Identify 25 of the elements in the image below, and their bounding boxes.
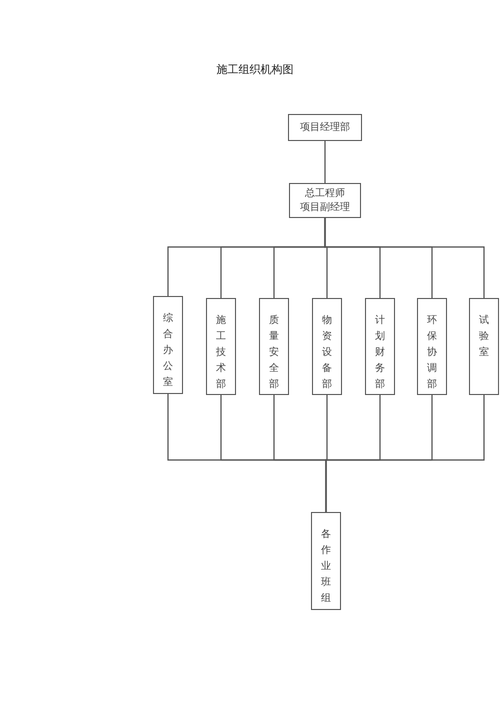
unit-name: 施工技术部 (216, 314, 226, 392)
unit-name: 总工程师 (305, 186, 345, 200)
org-box (206, 298, 236, 395)
unit-name: 各作业班组 (321, 528, 331, 606)
unit-name: 试验室 (479, 314, 489, 360)
org-box (311, 512, 341, 610)
org-box (289, 183, 361, 218)
unit-name: 质量安全部 (269, 314, 279, 392)
connector-line (325, 395, 485, 512)
org-box (259, 298, 289, 395)
connector-line (324, 141, 326, 183)
diagram-title: 施工组织机构图 (216, 62, 294, 77)
unit-name: 项目副经理 (300, 200, 350, 214)
connector-line (324, 218, 485, 298)
unit-name: 物资设备部 (322, 314, 332, 392)
org-box (312, 298, 342, 395)
unit-name: 项目经理部 (300, 120, 350, 134)
org-box (288, 114, 362, 141)
unit-name: 综合办公室 (163, 312, 173, 390)
unit-name: 环保协调部 (427, 314, 437, 392)
org-box (153, 296, 183, 394)
org-box (417, 298, 447, 395)
org-box (365, 298, 395, 395)
unit-name: 计划财务部 (375, 314, 385, 392)
org-box (469, 298, 499, 395)
